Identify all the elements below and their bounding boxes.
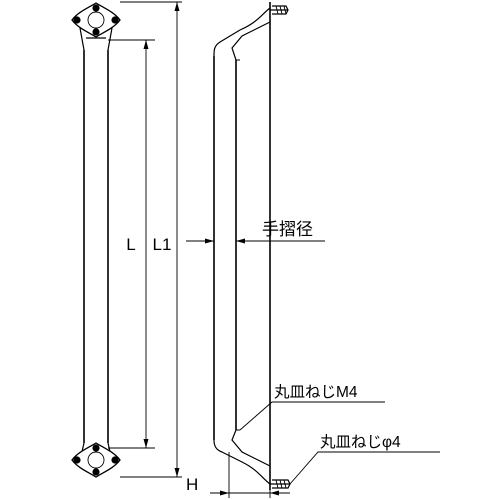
top-screw-4-icon: [92, 28, 100, 36]
screw-m4-label: 丸皿ねじM4: [274, 383, 358, 401]
top-screw-2-icon: [73, 16, 81, 24]
bottom-screw-4-icon: [92, 468, 100, 476]
bottom-flange-center: [87, 451, 105, 469]
side-top-bracket: [213, 7, 271, 61]
top-screw-3-icon: [111, 16, 119, 24]
dimension-L1-label: L1: [153, 235, 172, 254]
screw-phi4-label: 丸皿ねじφ4: [320, 433, 401, 451]
bottom-flange: [71, 442, 121, 478]
top-flange: [71, 2, 121, 38]
side-view: [213, 2, 291, 490]
front-top-neck: [79, 27, 113, 51]
front-bar: [83, 50, 109, 443]
top-screw-1-icon: [92, 4, 100, 12]
bottom-screw-3-icon: [111, 456, 119, 464]
side-bottom-bracket: [213, 429, 271, 485]
top-flange-center: [87, 11, 105, 29]
dimension-L-label: L: [126, 235, 135, 254]
front-view: [71, 2, 121, 478]
grip-diameter-label: 手摺径: [262, 220, 313, 239]
bottom-screw-1-icon: [92, 444, 100, 452]
projection-H-label: H: [186, 475, 198, 494]
side-bar: [213, 56, 237, 440]
bottom-screw-2-icon: [73, 456, 81, 464]
dimension-lines: [108, 1, 182, 478]
